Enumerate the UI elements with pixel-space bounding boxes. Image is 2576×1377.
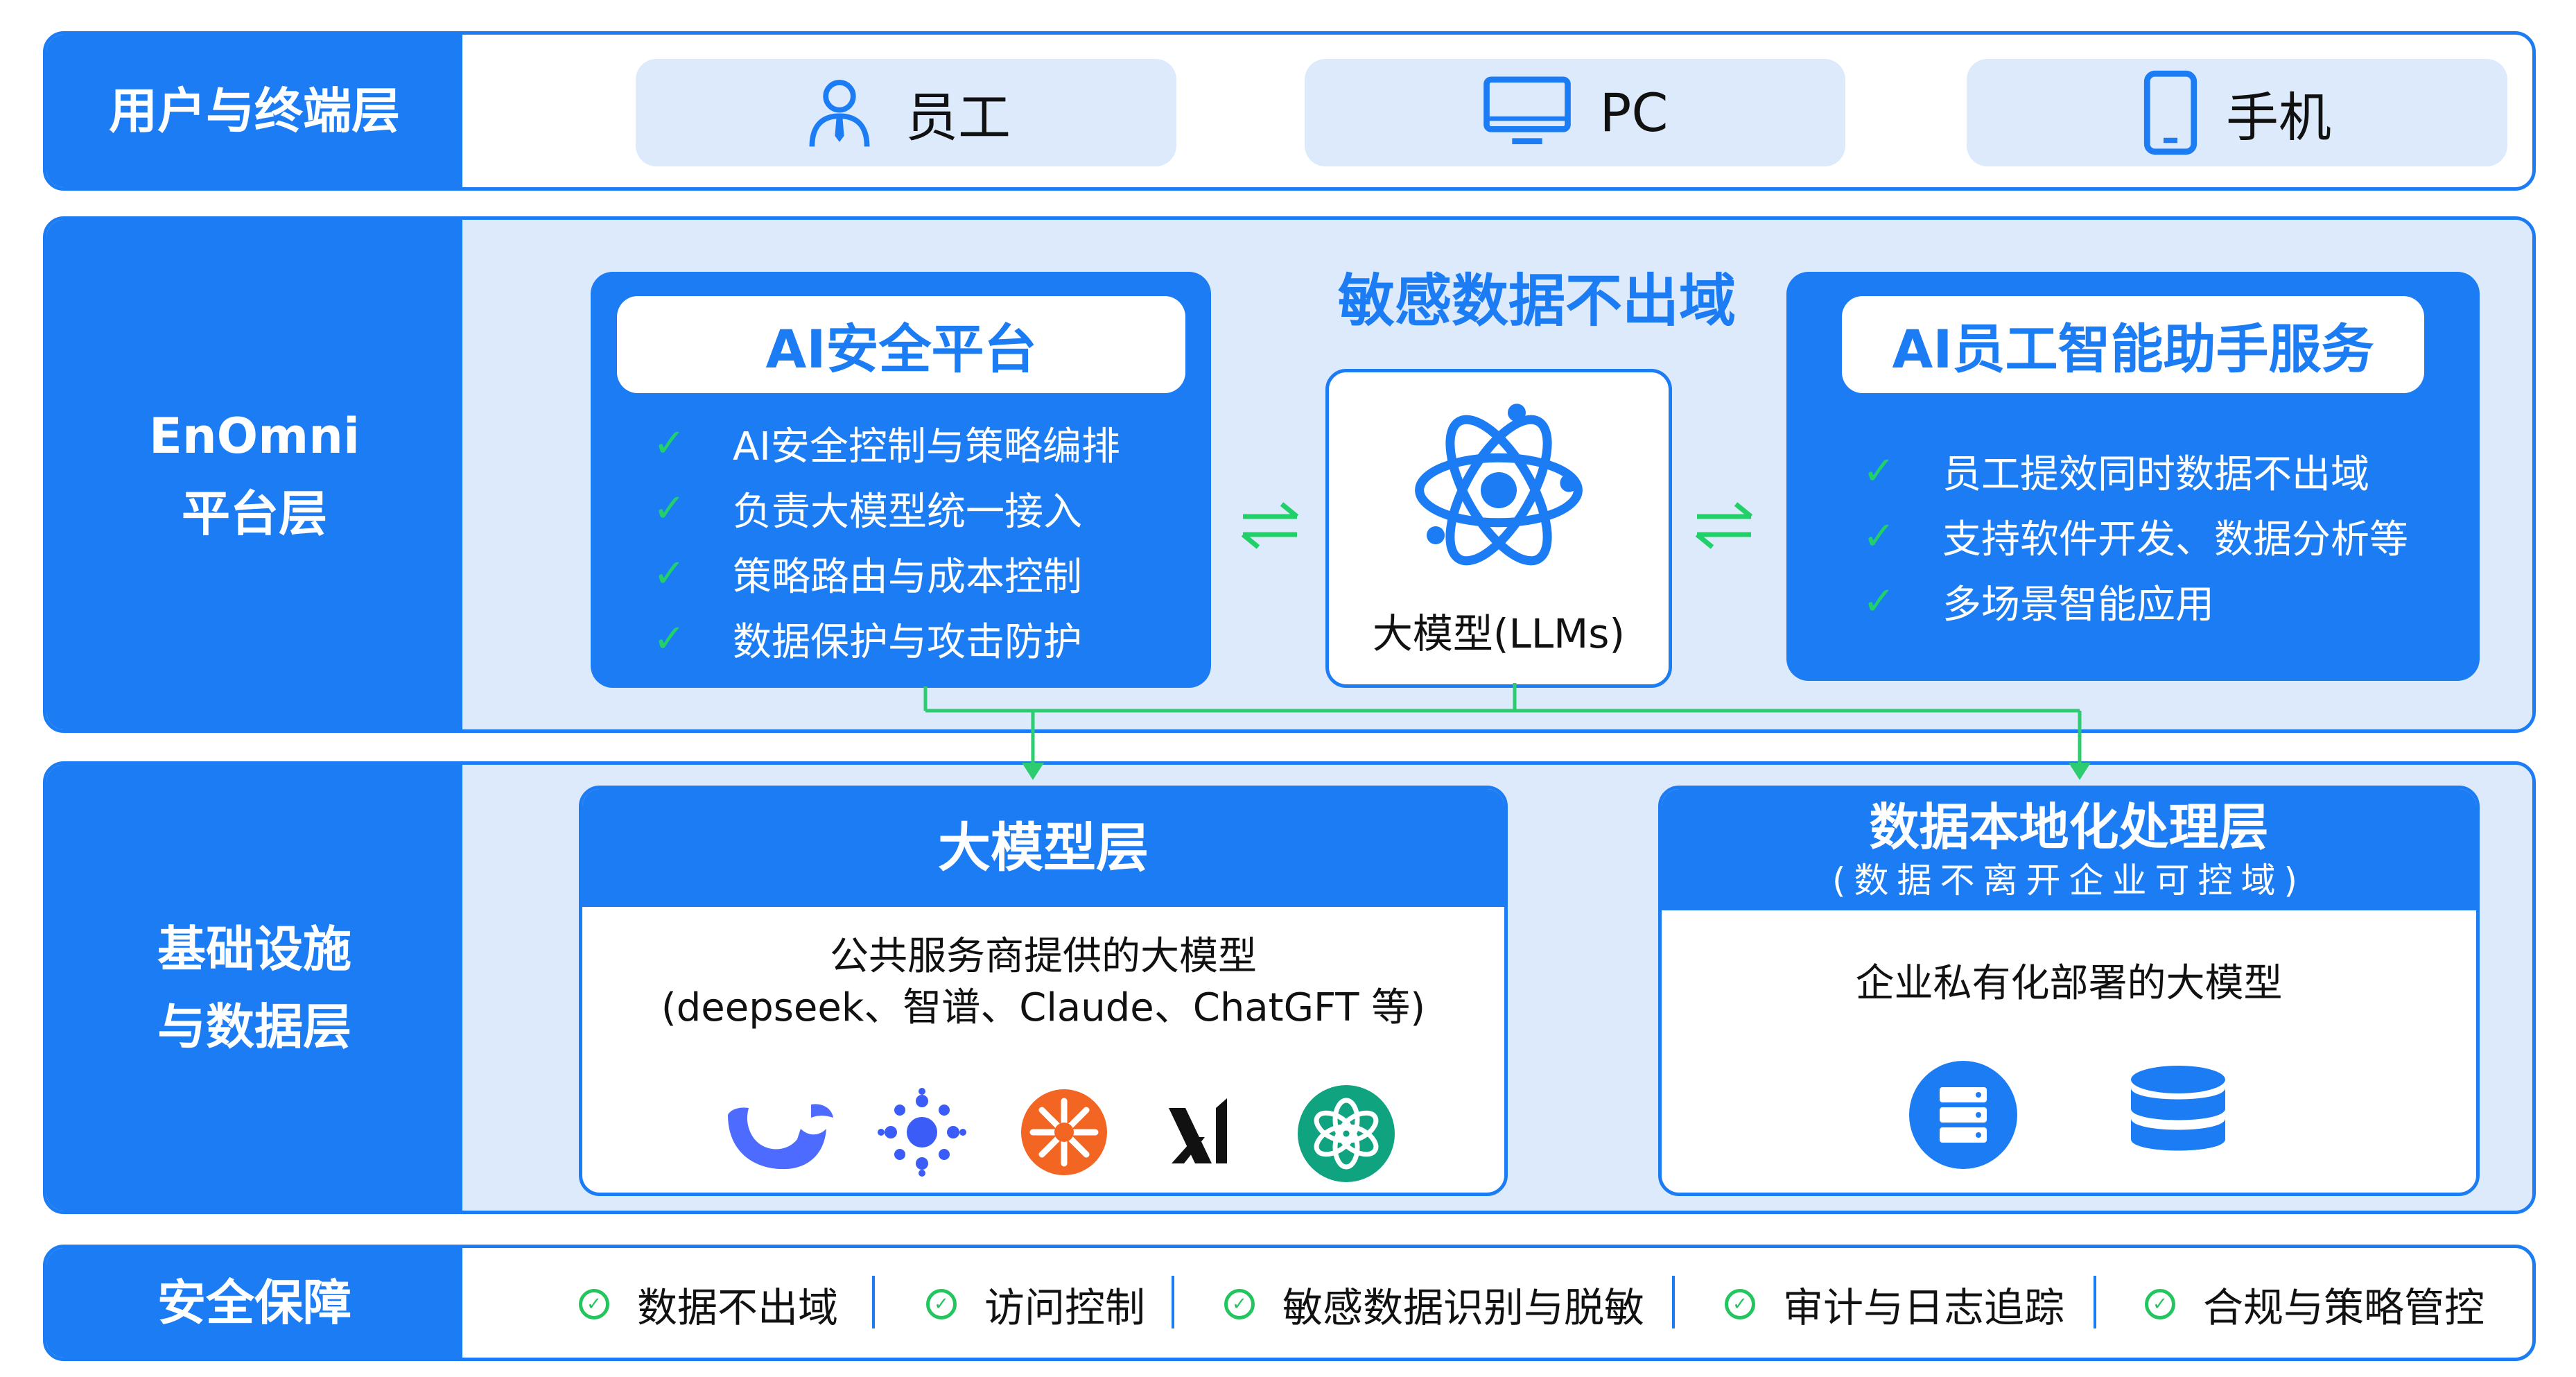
check-icon: ✓ — [1863, 578, 1895, 624]
zhipu-dots-icon — [878, 1088, 966, 1177]
user-layer-body: 员工 PC 手机 — [462, 35, 2532, 187]
ai-security-platform-panel: AI安全平台 ✓AI安全控制与策略编排 ✓负责大模型统一接入 ✓策略路由与成本控… — [591, 272, 1211, 688]
check-icon: ✓ — [653, 616, 686, 661]
feature-item: ✓员工提效同时数据不出域 — [1863, 448, 2369, 497]
check-circle-icon: ✓ — [926, 1289, 957, 1319]
check-circle-icon: ✓ — [1224, 1289, 1255, 1319]
employee-label: 员工 — [905, 86, 1011, 148]
deepseek-whale-icon — [728, 1104, 833, 1170]
check-icon: ✓ — [653, 551, 686, 596]
security-item: ✓合规与策略管控 — [2145, 1280, 2484, 1331]
security-item: ✓访问控制 — [926, 1280, 1145, 1331]
database-icon — [2131, 1066, 2225, 1151]
local-processing-desc: 企业私有化部署的大模型 — [1855, 961, 2283, 1006]
user-terminal-layer: 用户与终端层 员工 PC 手机 — [43, 31, 2536, 191]
atom-icon — [1415, 404, 1583, 566]
employee-card: 员工 — [636, 59, 1176, 166]
llm-label: 大模型(LLMs) — [1372, 610, 1626, 657]
llm-box: 大模型(LLMs) — [1325, 369, 1672, 688]
security-layer-label: 安全保障 — [46, 1248, 462, 1358]
check-icon: ✓ — [653, 485, 686, 531]
claude-sunburst-icon — [1021, 1089, 1107, 1175]
security-item: ✓敏感数据识别与脱敏 — [1224, 1280, 1644, 1331]
phone-icon — [2143, 70, 2198, 155]
feature-item: ✓数据保护与攻击防护 — [653, 616, 1082, 665]
ai-assistant-title: AI员工智能助手服务 — [1842, 296, 2424, 393]
feature-item: ✓AI安全控制与策略编排 — [653, 420, 1120, 469]
divider — [2094, 1276, 2096, 1328]
check-icon: ✓ — [1863, 513, 1895, 559]
user-layer-label: 用户与终端层 — [46, 35, 462, 187]
check-circle-icon: ✓ — [579, 1289, 609, 1319]
feature-item: ✓策略路由与成本控制 — [653, 551, 1082, 600]
pc-card: PC — [1305, 59, 1845, 166]
platform-layer-label: EnOmni 平台层 — [46, 220, 462, 729]
security-feature-list: ✓AI安全控制与策略编排 ✓负责大模型统一接入 ✓策略路由与成本控制 ✓数据保护… — [653, 410, 1120, 671]
ai-assistant-panel: AI员工智能助手服务 ✓员工提效同时数据不出域 ✓支持软件开发、数据分析等 ✓多… — [1786, 272, 2480, 681]
infra-layer-body: 大模型层 公共服务商提供的大模型 (deepseek、智谱、Claude、Cha… — [462, 765, 2532, 1211]
feature-item: ✓多场景智能应用 — [1863, 578, 2214, 627]
pc-label: PC — [1599, 82, 1669, 144]
platform-layer-body: AI安全平台 ✓AI安全控制与策略编排 ✓负责大模型统一接入 ✓策略路由与成本控… — [462, 220, 2532, 729]
feature-item: ✓支持软件开发、数据分析等 — [1863, 513, 2408, 562]
divider — [1672, 1276, 1675, 1328]
check-icon: ✓ — [1863, 448, 1895, 494]
local-processing-header: 数据本地化处理层 (数据不离开企业可控域) — [1662, 789, 2476, 910]
model-layer-header: 大模型层 — [582, 789, 1504, 907]
openai-knot-icon — [1298, 1085, 1395, 1182]
user-icon — [809, 79, 870, 147]
security-item: ✓数据不出域 — [579, 1280, 838, 1331]
model-layer-desc: 公共服务商提供的大模型 (deepseek、智谱、Claude、ChatGFT … — [661, 934, 1426, 1030]
xai-icon — [1169, 1098, 1227, 1163]
security-assurance-layer: 安全保障 — [43, 1245, 2536, 1361]
headline-sensitive-data: 敏感数据不出域 — [1337, 268, 1736, 334]
exchange-arrows-icon — [1695, 502, 1753, 549]
ai-security-platform-title: AI安全平台 — [617, 296, 1185, 393]
divider — [1172, 1276, 1174, 1328]
infrastructure-data-layer: 基础设施 与数据层 大模型层 公共服务商提供的大模型 (deepseek、智谱、… — [43, 761, 2536, 1214]
server-icon — [1909, 1061, 2017, 1169]
feature-item: ✓负责大模型统一接入 — [653, 485, 1082, 535]
infra-layer-label: 基础设施 与数据层 — [46, 765, 462, 1211]
divider — [872, 1276, 875, 1328]
phone-card: 手机 — [1967, 59, 2507, 166]
model-layer-box: 大模型层 公共服务商提供的大模型 (deepseek、智谱、Claude、Cha… — [579, 786, 1508, 1196]
monitor-icon — [1483, 76, 1571, 144]
check-circle-icon: ✓ — [2145, 1289, 2175, 1319]
enomni-platform-layer: EnOmni 平台层 AI安全平台 ✓AI安全控制与策略编排 ✓负责大模型统一接… — [43, 216, 2536, 733]
exchange-arrows-icon — [1241, 502, 1299, 549]
local-processing-box: 数据本地化处理层 (数据不离开企业可控域) 企业私有化部署的大模型 — [1658, 786, 2480, 1196]
check-icon: ✓ — [653, 420, 686, 466]
phone-label: 手机 — [2226, 86, 2331, 148]
check-circle-icon: ✓ — [1725, 1289, 1755, 1319]
security-item: ✓审计与日志追踪 — [1725, 1280, 2064, 1331]
assistant-feature-list: ✓员工提效同时数据不出域 ✓支持软件开发、数据分析等 ✓多场景智能应用 — [1863, 438, 2408, 634]
